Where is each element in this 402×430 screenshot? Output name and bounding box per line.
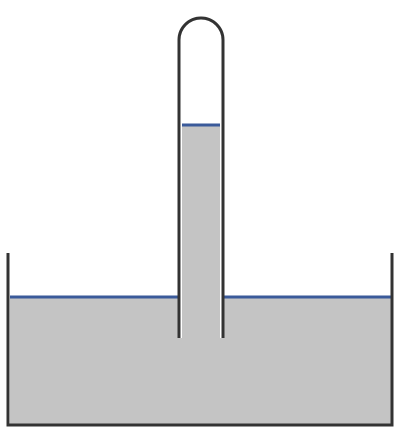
- tube-liquid-column: [182, 125, 220, 338]
- basin-liquid-under-tube: [179, 338, 223, 424]
- inverted-tube: [177, 16, 225, 338]
- basin-liquid-right: [223, 297, 391, 424]
- basin-container: [6, 253, 394, 427]
- basin-liquid-left: [10, 297, 179, 424]
